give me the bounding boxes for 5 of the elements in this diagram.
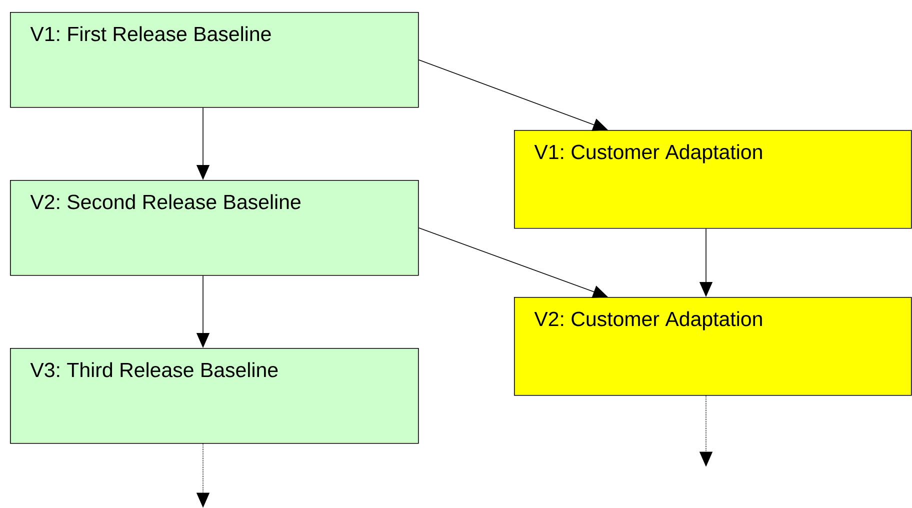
process-box: V1: First Release Baseline xyxy=(10,12,419,108)
process-box: V2: Second Release Baseline xyxy=(10,180,419,276)
process-box: V1: Customer Adaptation xyxy=(514,130,912,229)
process-box: V3: Third Release Baseline xyxy=(10,348,419,444)
process-box: V2: Customer Adaptation xyxy=(514,297,912,396)
